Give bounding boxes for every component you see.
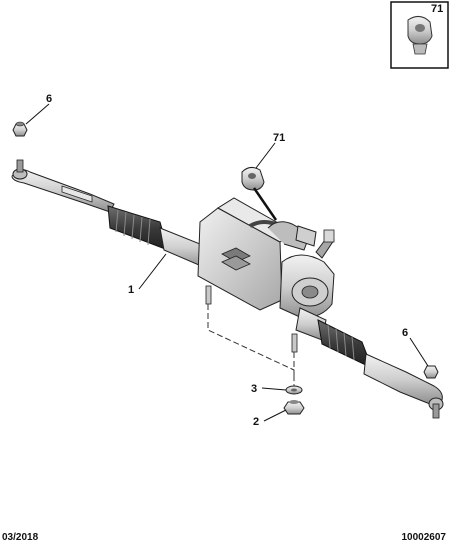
inset-box: 71 [390, 1, 449, 69]
bellows-left [107, 205, 169, 251]
callout-3: 3 [251, 383, 257, 395]
callout-6-left: 6 [46, 93, 52, 105]
electric-motor-unit [197, 197, 335, 319]
callout-6-right: 6 [402, 327, 408, 339]
nut-right [423, 365, 439, 379]
mounting-studs [205, 285, 298, 390]
callout-71: 71 [273, 132, 285, 144]
nut-left [12, 121, 28, 137]
washer [285, 385, 303, 395]
callout-1: 1 [128, 284, 134, 296]
inset-callout-71: 71 [431, 3, 443, 15]
hex-nut [283, 400, 305, 415]
footer-diagram-number: 10002607 [401, 532, 447, 543]
clip-part [241, 166, 278, 221]
footer-date: 03/2018 [2, 532, 39, 543]
callout-2: 2 [253, 416, 259, 428]
tie-rod-end-left [11, 159, 115, 213]
tie-rod-end-right [363, 353, 444, 419]
bellows-right [317, 319, 373, 369]
leader-lines [25, 103, 429, 422]
inset-clip-icon [407, 16, 433, 55]
